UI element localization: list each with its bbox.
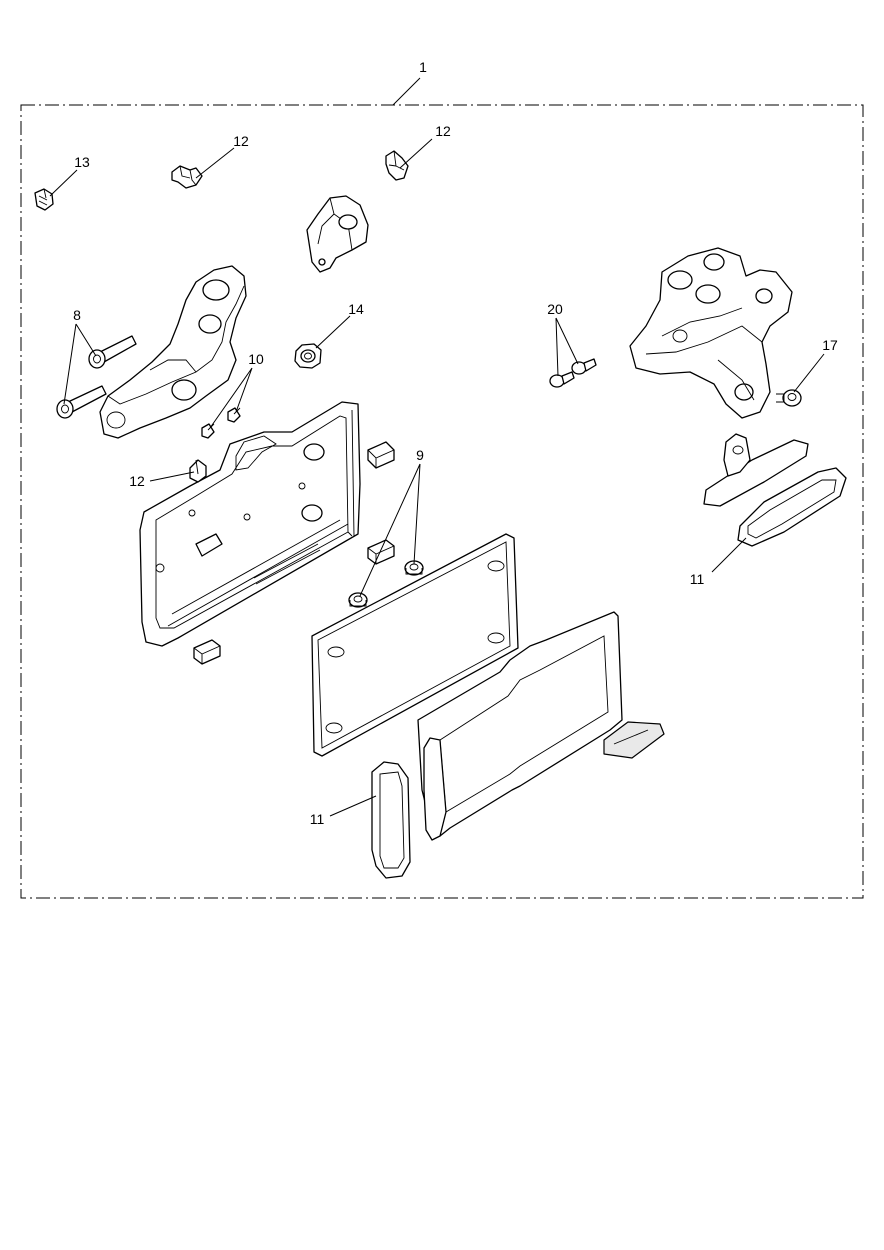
leader-12-right (399, 138, 433, 169)
screw-20-b-part[interactable] (571, 358, 597, 375)
bolt-8-upper-part[interactable] (88, 335, 137, 369)
left-hugger-arm-part[interactable] (99, 265, 247, 439)
callout-14: 14 (348, 301, 364, 317)
callout-12-plate: 12 (129, 473, 145, 489)
leader-8 (63, 323, 97, 405)
screw-10-a-part[interactable] (201, 423, 215, 439)
pad-a-part[interactable] (367, 441, 395, 469)
pad-b-part[interactable] (367, 539, 395, 565)
callout-10: 10 (248, 351, 264, 367)
screw-9-a-part[interactable] (348, 592, 368, 608)
screw-17-part[interactable] (776, 389, 802, 407)
leader-12-left (195, 147, 235, 179)
leader-9 (359, 463, 421, 597)
screw-20-a-part[interactable] (549, 371, 575, 388)
mount-bracket-part[interactable] (306, 195, 369, 273)
leader-10 (209, 367, 253, 429)
nut-14-part[interactable] (294, 343, 322, 369)
callout-12-left: 12 (233, 133, 249, 149)
callout-kit: 1 (419, 59, 427, 75)
callout-11-right: 11 (690, 571, 705, 587)
leader-14 (315, 315, 351, 349)
callout-17: 17 (822, 337, 838, 353)
leader-20 (555, 317, 579, 377)
callout-11-bottom: 11 (310, 811, 325, 827)
reflector-bracket-part[interactable] (703, 433, 809, 507)
leader-13 (49, 169, 78, 197)
right-mount-bracket-part[interactable] (629, 247, 793, 419)
clip-12-plate-part[interactable] (189, 459, 207, 483)
clip-12-right-part[interactable] (385, 150, 409, 181)
leader-17 (793, 353, 825, 393)
bolt-8-lower-part[interactable] (56, 385, 107, 419)
plate-holder-part[interactable] (139, 401, 361, 647)
reflector-11-bottom-part[interactable] (371, 761, 411, 879)
callout-12-right: 12 (435, 123, 451, 139)
front-frame-part[interactable] (417, 611, 665, 841)
screw-10-b-part[interactable] (227, 407, 241, 423)
leader-12-plate (149, 471, 195, 482)
callout-8: 8 (73, 307, 81, 323)
plate-gasket-part[interactable] (311, 533, 519, 757)
clip-12-left-part[interactable] (171, 165, 203, 189)
nut-13-part[interactable] (34, 188, 54, 211)
leader-kit (392, 77, 421, 106)
leader-11-bottom (329, 795, 377, 817)
reflector-11-right-part[interactable] (737, 467, 847, 547)
callout-9: 9 (416, 447, 424, 463)
callout-20: 20 (547, 301, 563, 317)
pad-c-part[interactable] (193, 639, 221, 665)
kit-boundary (20, 104, 864, 899)
leader-11-right (711, 537, 747, 573)
callout-13: 13 (74, 154, 90, 170)
